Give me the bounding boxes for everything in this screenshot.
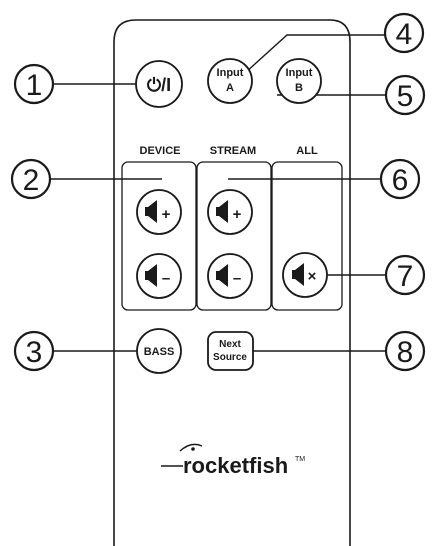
callout-number-5: 5 <box>397 80 414 113</box>
callout-number-7: 7 <box>397 260 414 293</box>
volume-up-symbol: + <box>233 206 242 223</box>
callout-circle-4 <box>383 12 425 54</box>
callout-circle-3 <box>13 330 55 372</box>
volume-up-symbol: + <box>162 206 171 223</box>
input-b-letter: B <box>295 82 303 94</box>
input-a-label: Input <box>217 67 244 79</box>
callout-circle-1 <box>13 63 55 105</box>
speaker-icon <box>145 200 157 223</box>
mute-symbol: × <box>308 268 317 285</box>
callout-number-2: 2 <box>23 164 40 197</box>
logo-eye <box>191 447 195 451</box>
callout-circle-7 <box>384 254 426 296</box>
volume-down-symbol: – <box>162 270 170 287</box>
next-source-button[interactable]: Next Source <box>207 331 254 371</box>
callout-number-8: 8 <box>397 336 414 369</box>
stream-group-frame <box>196 161 272 311</box>
speaker-icon <box>292 263 304 286</box>
device-group-frame <box>121 161 197 311</box>
all-group-frame <box>271 161 343 311</box>
speaker-icon <box>216 264 228 287</box>
next-source-label-line1: Next <box>219 339 241 350</box>
stream-header: STREAM <box>210 145 256 157</box>
input-a-button[interactable]: Input A <box>207 58 253 104</box>
callout-circle-8 <box>384 330 426 372</box>
callout-circle-2 <box>10 158 52 200</box>
speaker-icon <box>145 264 157 287</box>
logo-trademark: TM <box>295 456 305 463</box>
logo-swoosh <box>179 443 203 452</box>
stream-volume-up-button[interactable]: + <box>207 189 253 235</box>
bass-button[interactable]: BASS <box>136 328 182 374</box>
next-source-label-line2: Source <box>213 352 247 363</box>
callout-circle-5 <box>384 74 426 116</box>
volume-down-symbol: – <box>233 270 241 287</box>
power-button[interactable]: ⏻/I <box>135 60 183 108</box>
all-header: ALL <box>296 145 318 157</box>
bass-label: BASS <box>144 346 175 358</box>
device-volume-down-button[interactable]: – <box>136 253 182 299</box>
callout-number-3: 3 <box>26 336 43 369</box>
callout-circles <box>10 12 426 372</box>
mute-all-button[interactable]: × <box>282 252 328 298</box>
callout-circle-6 <box>379 158 421 200</box>
callout-number-4: 4 <box>396 18 413 51</box>
callout-number-1: 1 <box>26 69 43 102</box>
input-b-button[interactable]: Input B <box>276 58 322 104</box>
leader-4 <box>244 34 385 74</box>
device-header: DEVICE <box>140 145 181 157</box>
device-volume-up-button[interactable]: + <box>136 189 182 235</box>
callout-numbers: 1 2 3 4 5 6 7 8 <box>23 18 414 369</box>
speaker-icon <box>216 200 228 223</box>
rocketfish-logo: rocketfish TM <box>161 443 305 478</box>
callout-number-6: 6 <box>392 164 409 197</box>
input-b-label: Input <box>286 67 313 79</box>
power-label: ⏻/I <box>147 75 171 95</box>
logo-wordmark: rocketfish <box>183 453 288 478</box>
stream-volume-down-button[interactable]: – <box>207 253 253 299</box>
input-a-letter: A <box>226 82 234 94</box>
